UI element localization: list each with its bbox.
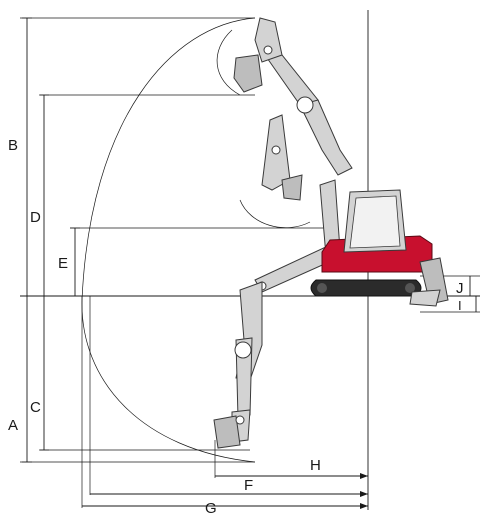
excavator-body (310, 189, 449, 307)
label-e: E (58, 255, 68, 272)
label-c: C (30, 399, 41, 416)
label-i: I (458, 298, 462, 313)
crawler-track (310, 279, 422, 297)
label-h: H (310, 457, 321, 474)
upper-arc (216, 29, 241, 96)
arrow-h (360, 473, 368, 479)
label-g: G (205, 500, 217, 517)
label-f: F (244, 477, 253, 494)
inner-arc (239, 199, 311, 229)
label-d: D (30, 209, 41, 226)
arm-lower-position (213, 281, 263, 449)
arrow-g (360, 503, 368, 509)
reach-envelope (81, 17, 256, 463)
label-a: A (8, 417, 18, 434)
dozer-blade (419, 257, 449, 305)
arrow-f (360, 491, 368, 497)
label-b: B (8, 137, 18, 154)
label-j: J (456, 280, 464, 297)
arm-upper-position (233, 17, 353, 201)
